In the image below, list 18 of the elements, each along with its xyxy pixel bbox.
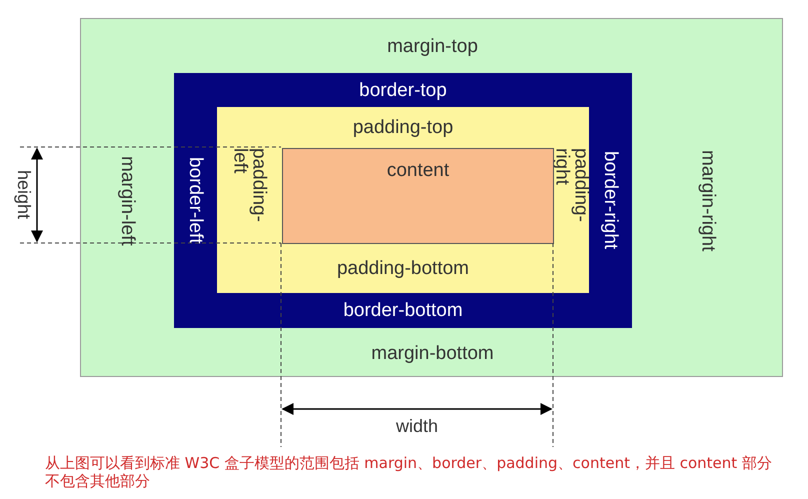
caption: 从上图可以看到标准 W3C 盒子模型的范围包括 margin、border、padding、content，并且 content 部分不包含其他部分 xyxy=(45,454,773,490)
box-label: padding-top xyxy=(352,118,454,137)
box-label: border-right xyxy=(601,150,620,250)
padding-area xyxy=(217,107,589,293)
box-label: border-top xyxy=(359,80,447,100)
box-label: margin-right xyxy=(698,150,718,252)
box-label: content xyxy=(386,159,450,183)
margin-area xyxy=(80,18,783,377)
box-label: border-bottom xyxy=(343,301,463,320)
content-area xyxy=(282,148,554,244)
box-label: border-left xyxy=(186,156,205,244)
box-label: margin-top xyxy=(387,36,478,56)
box-label: padding-bottom xyxy=(336,259,470,278)
box-label: margin-left xyxy=(118,156,137,246)
dimension-label: height xyxy=(15,170,33,220)
box-label: padding-left xyxy=(230,148,268,224)
box-label: margin-bottom xyxy=(371,344,494,362)
border-area xyxy=(174,73,632,328)
